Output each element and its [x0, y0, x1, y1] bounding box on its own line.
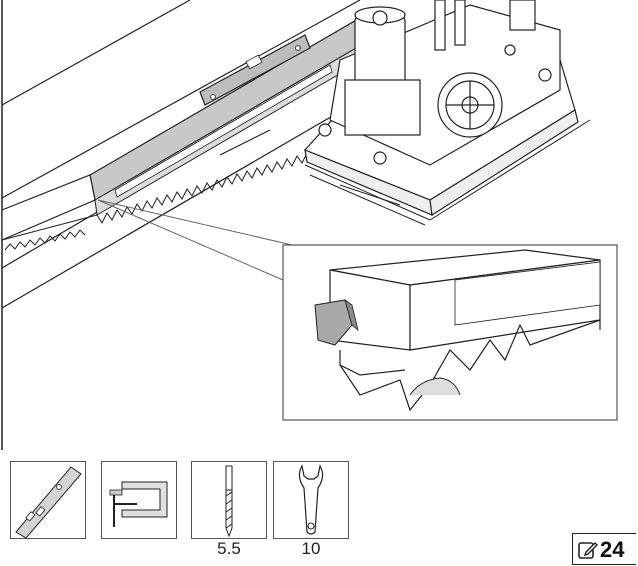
- c-clamp-icon: [109, 481, 168, 527]
- spirit-level-icon: [15, 466, 82, 538]
- edit-note-icon: [578, 542, 598, 559]
- gear-rack: [1, 14, 373, 251]
- tool-wrench: [273, 461, 349, 539]
- detail-inset: [282, 244, 618, 421]
- tool-drill-bit: [191, 461, 267, 539]
- gate-motor: [303, 0, 579, 217]
- tool-c-clamp: [101, 461, 177, 539]
- drill-bit-size-label: 5.5: [217, 539, 241, 558]
- page-number: 24: [600, 537, 625, 562]
- spirit-level-on-rack: [199, 34, 311, 106]
- wrench-size-label: 10: [301, 539, 321, 558]
- tool-spirit-level: [10, 461, 86, 539]
- callout-leader: [97, 199, 293, 281]
- drill-bit-icon: [225, 465, 233, 538]
- gate-rack-installation-illustration: [1, 0, 618, 450]
- wrench-icon: [298, 464, 324, 535]
- page-number-badge: 24: [572, 533, 636, 565]
